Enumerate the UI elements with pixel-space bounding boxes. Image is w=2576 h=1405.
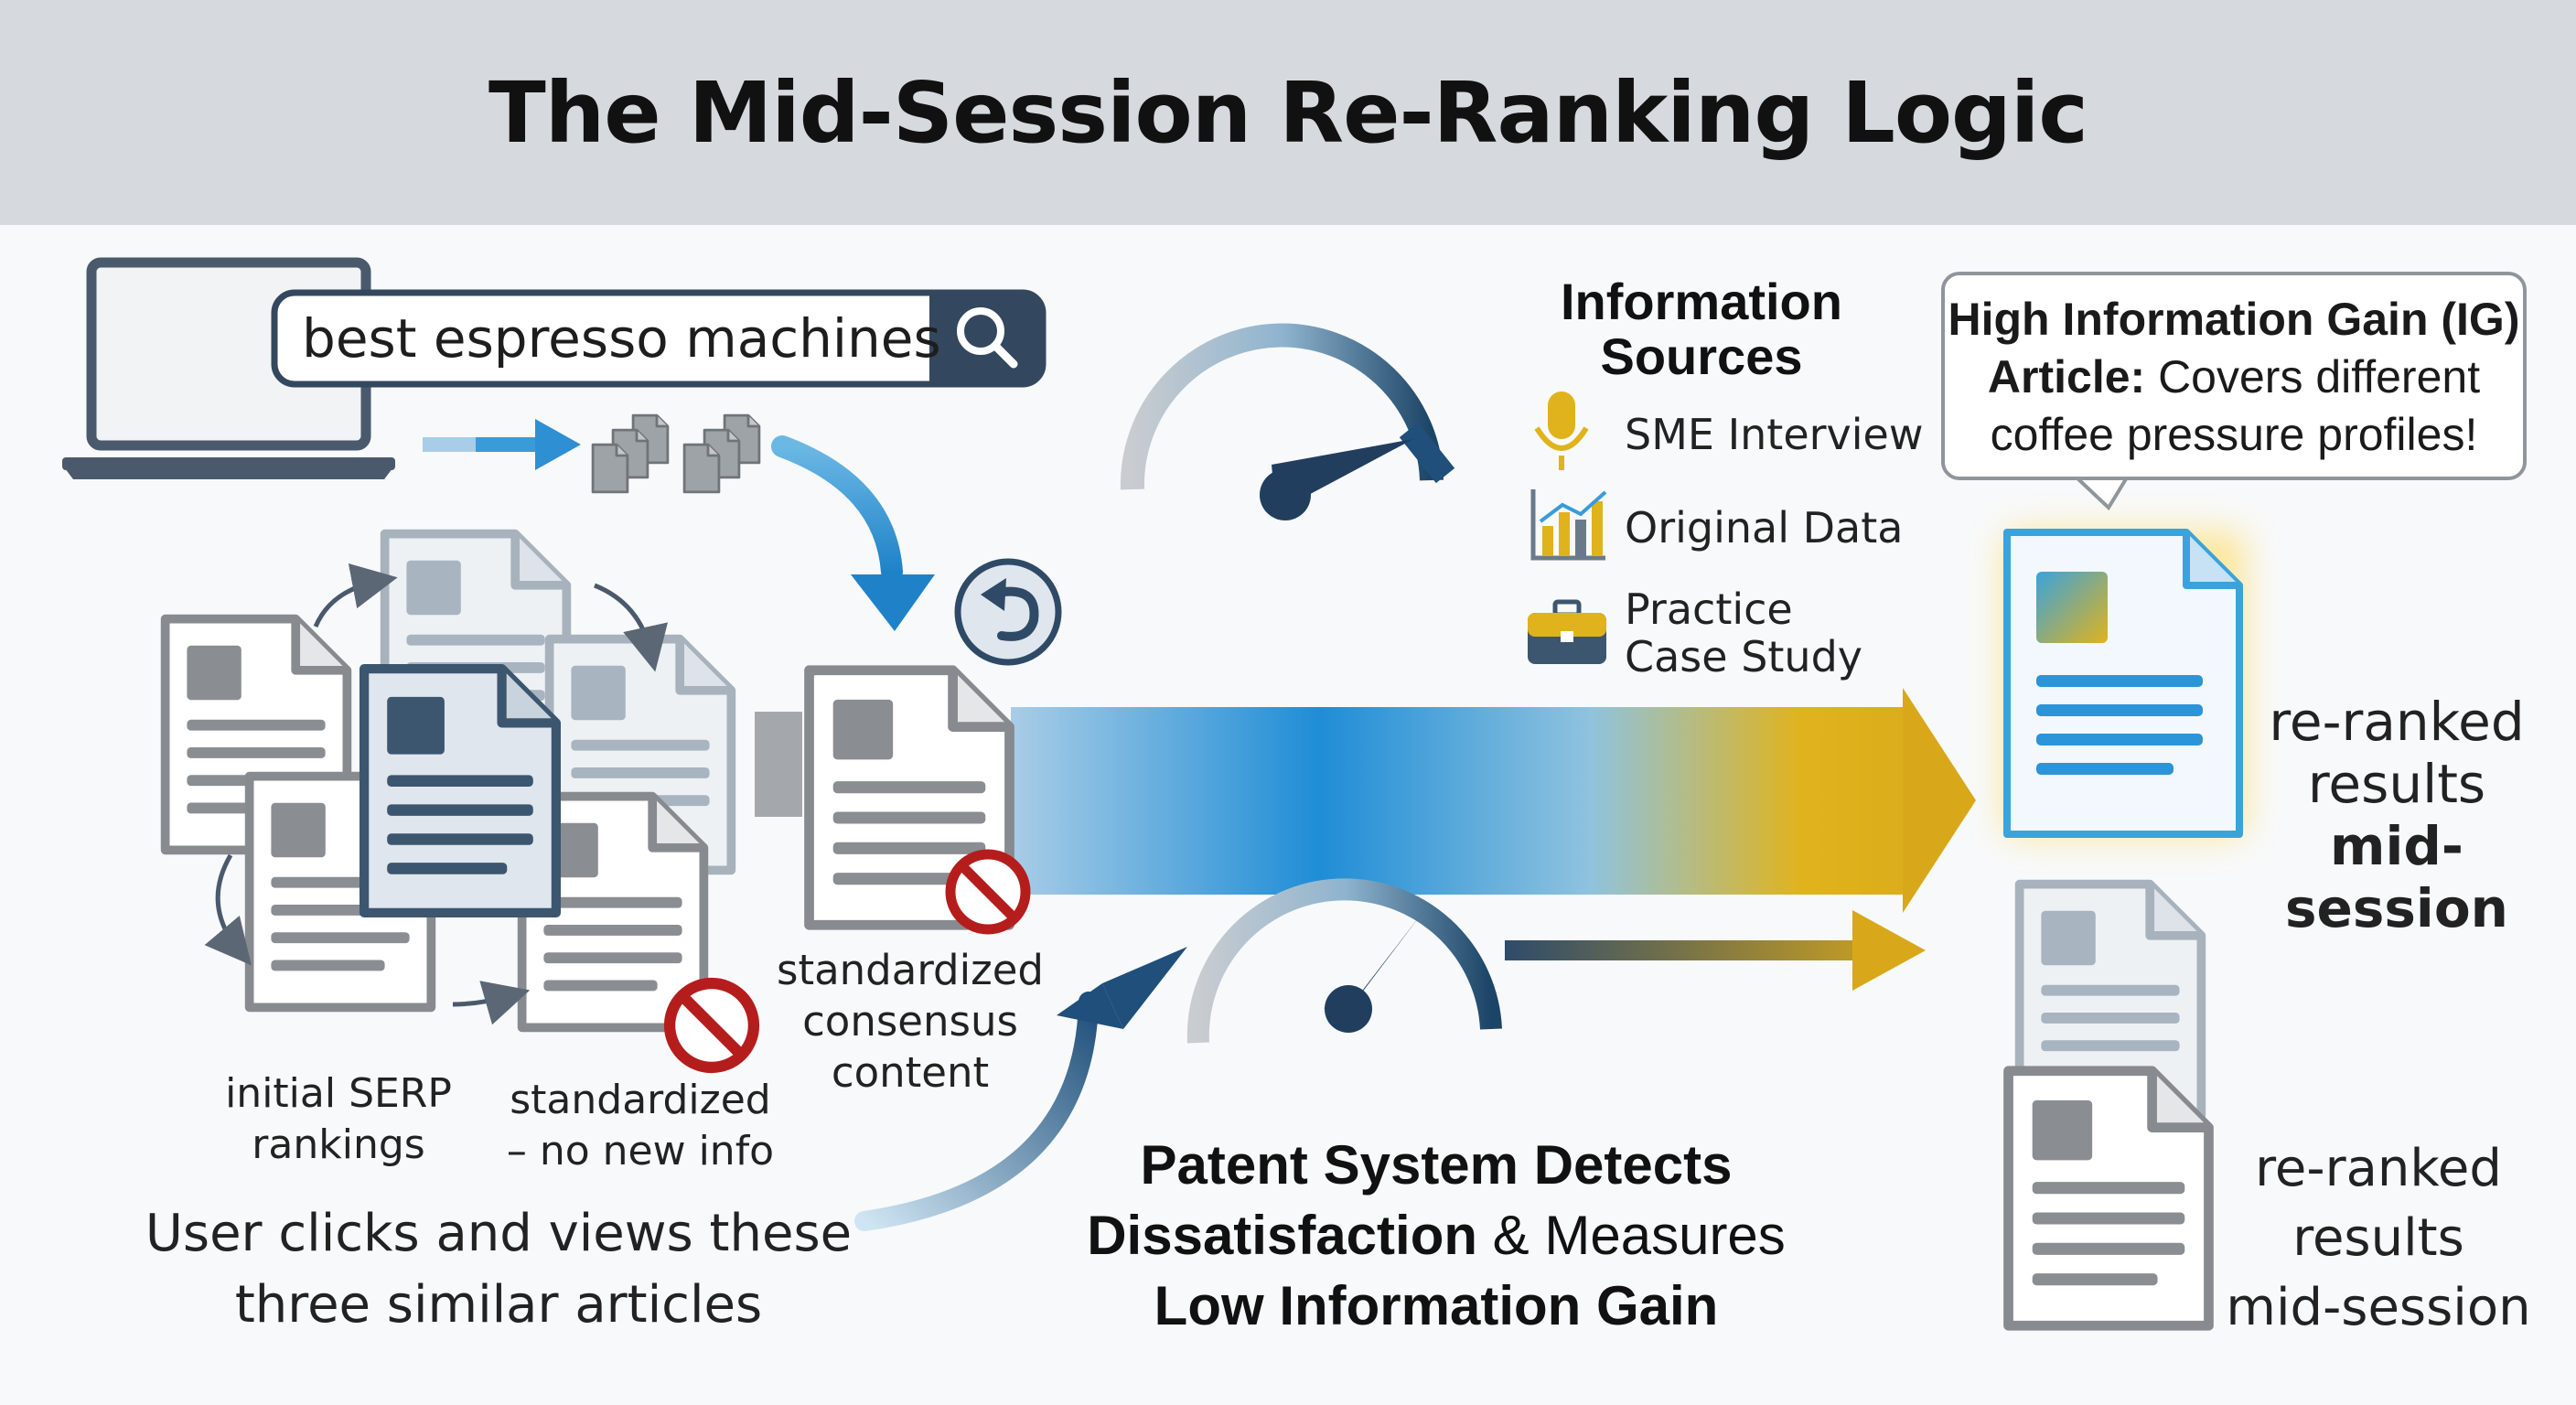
- microphone-icon: [1534, 391, 1589, 470]
- briefcase-icon: [1528, 599, 1606, 664]
- reranked-documents: [2009, 885, 2209, 1326]
- back-button-icon[interactable]: [954, 558, 1062, 666]
- result-stack-icon: [591, 413, 761, 494]
- clicked-articles-cluster: [166, 534, 754, 1067]
- source-original-data: Original Data: [1625, 503, 1904, 552]
- high-ig-callout: [1941, 272, 2527, 480]
- bar-chart-icon: [1530, 489, 1607, 561]
- no-new-info-label: standardized– no new info: [506, 1077, 775, 1174]
- low-gain-gauge-icon: [1186, 878, 1502, 1044]
- source-sme-interview: SME Interview: [1625, 410, 1924, 459]
- patent-caption: Patent System Detects Dissatisfaction & …: [1087, 1134, 1786, 1336]
- title-bar: [0, 0, 2576, 225]
- low-gain-arrow: [1505, 910, 1926, 991]
- reranked-bottom-label: re-ranked results mid-session: [2226, 1139, 2531, 1337]
- search-input[interactable]: best espresso machines: [302, 307, 941, 370]
- callout-pointer: [2071, 476, 2131, 511]
- curved-arrow-down: [771, 435, 935, 631]
- search-icon[interactable]: [957, 307, 1018, 369]
- connector-bar: [755, 712, 802, 817]
- reranked-top-label: re-ranked results mid- session: [2269, 691, 2525, 939]
- high-gain-gauge-icon: [1120, 323, 1455, 520]
- reranking-arrow: [1011, 688, 1976, 913]
- high-ig-document: [2003, 529, 2246, 838]
- curved-arrow-up: [854, 947, 1187, 1231]
- query-arrow: [423, 419, 581, 470]
- search-bar[interactable]: [271, 289, 1046, 388]
- page-title: The Mid-Session Re-Ranking Logic: [488, 63, 2088, 162]
- consensus-document: [810, 670, 1025, 929]
- high-ig-callout-text: High Information Gain (IG) Article: Cove…: [1948, 294, 2520, 460]
